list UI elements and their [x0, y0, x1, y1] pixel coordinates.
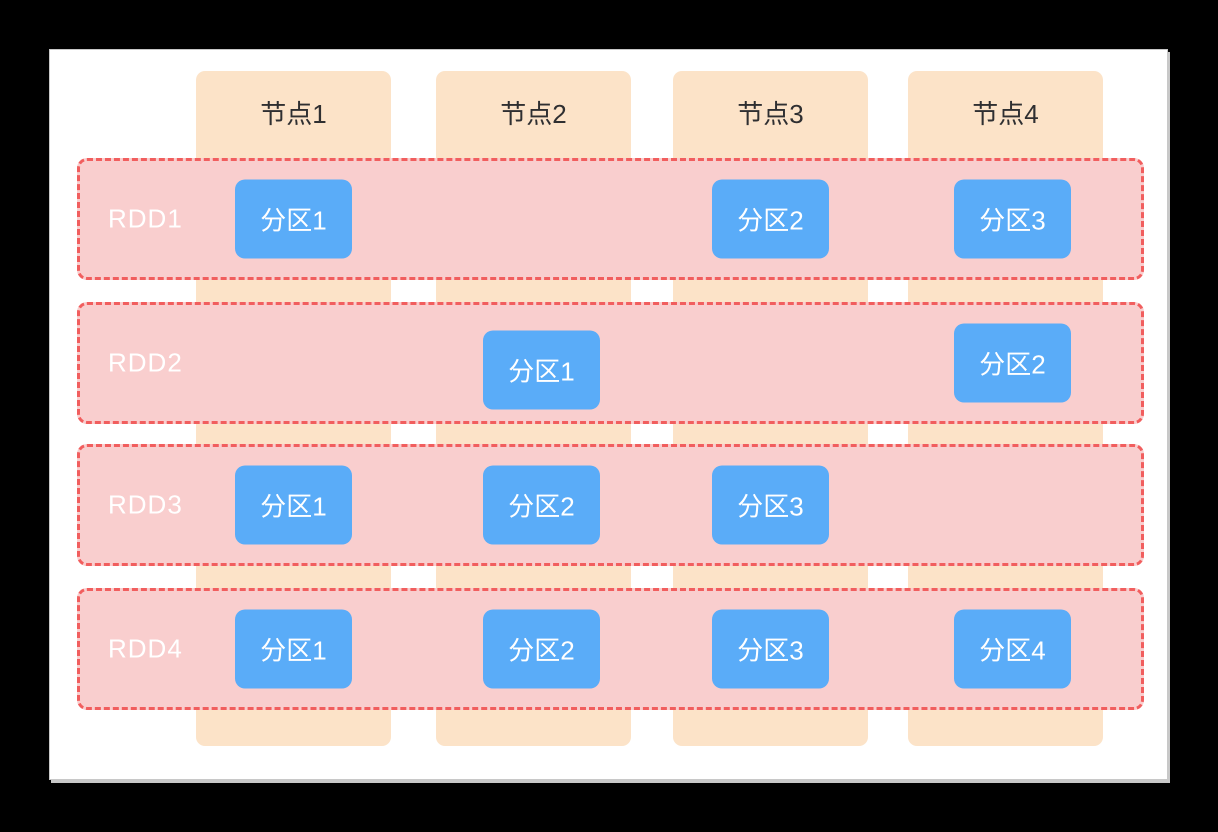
rdd-row-3-label: RDD3 [108, 489, 183, 520]
rdd-row-3: RDD3 分区1 分区2 分区3 [77, 444, 1144, 566]
partition-box: 分区2 [954, 323, 1071, 403]
partition-box: 分区3 [712, 609, 829, 689]
partition-box: 分区2 [483, 465, 600, 545]
partition-box: 分区2 [712, 179, 829, 259]
partition-box: 分区1 [235, 465, 352, 545]
rdd-row-1-label: RDD1 [108, 203, 183, 234]
rdd-row-2-label: RDD2 [108, 347, 183, 378]
rdd-row-4: RDD4 分区1 分区2 分区3 分区4 [77, 588, 1144, 710]
rdd-row-2: RDD2 分区1 分区2 [77, 302, 1144, 424]
diagram-canvas: 节点1 节点2 节点3 节点4 RDD1 分区1 分区2 分区3 RDD2 分区… [49, 49, 1168, 780]
partition-box: 分区3 [712, 465, 829, 545]
rdd-row-4-label: RDD4 [108, 633, 183, 664]
node-column-1-label: 节点1 [260, 99, 327, 129]
node-column-3-label: 节点3 [737, 99, 804, 129]
partition-box: 分区1 [483, 330, 600, 410]
partition-box: 分区3 [954, 179, 1071, 259]
partition-box: 分区4 [954, 609, 1071, 689]
partition-box: 分区1 [235, 179, 352, 259]
partition-box: 分区1 [235, 609, 352, 689]
node-column-4-label: 节点4 [972, 99, 1039, 129]
partition-box: 分区2 [483, 609, 600, 689]
rdd-row-1: RDD1 分区1 分区2 分区3 [77, 158, 1144, 280]
node-column-2-label: 节点2 [500, 99, 567, 129]
